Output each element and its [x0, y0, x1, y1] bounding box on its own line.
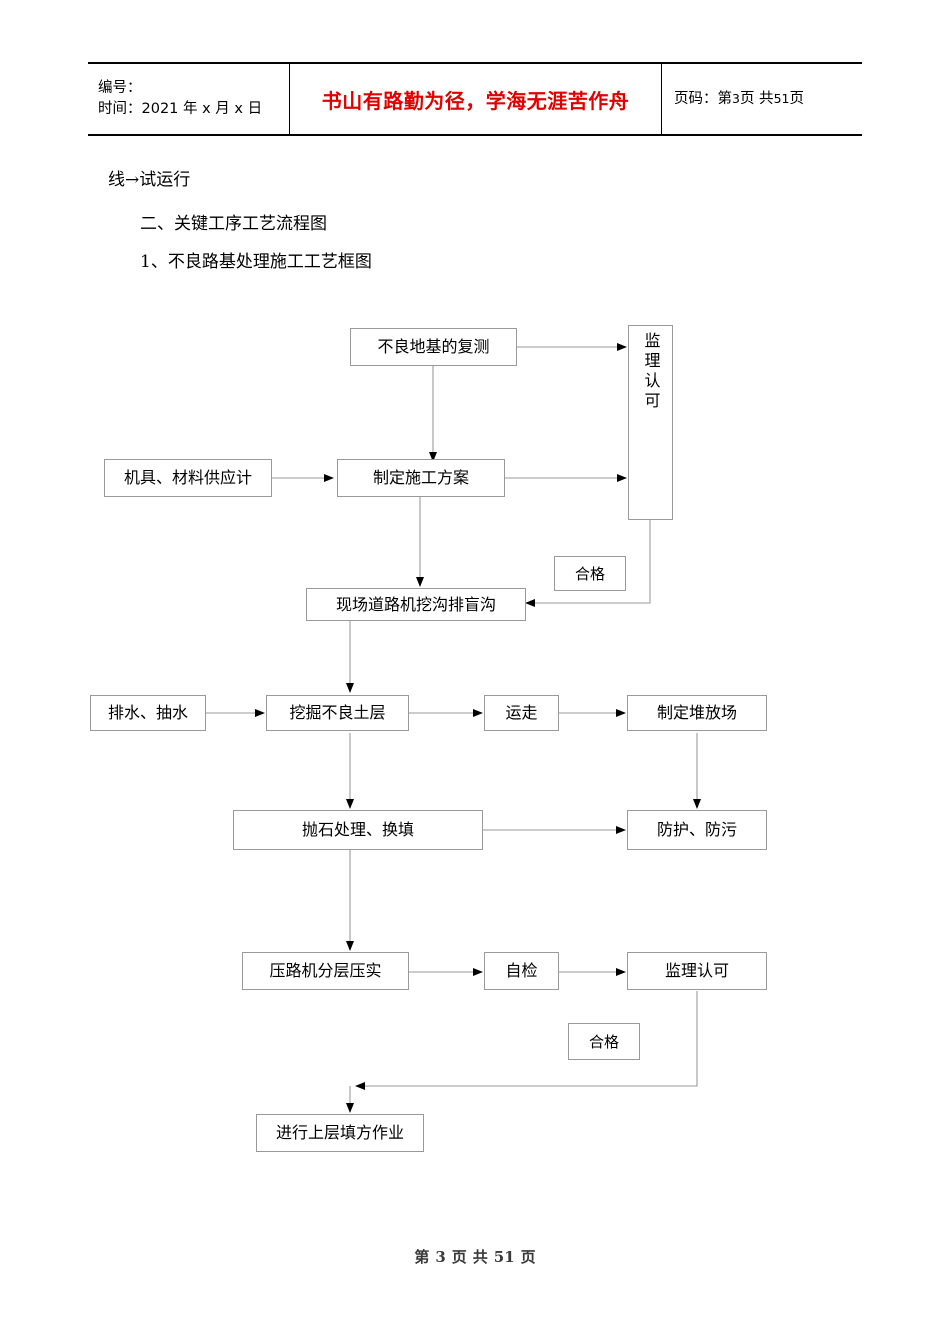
flow-node-self-inspection[interactable]: 自检: [484, 952, 559, 990]
flow-node-roller-layered-compaction[interactable]: 压路机分层压实: [242, 952, 409, 990]
flow-node-excavate-poor-soil[interactable]: 挖掘不良土层: [266, 695, 409, 731]
header-center-cell: 书山有路勤为径，学海无涯苦作舟: [290, 64, 662, 134]
flow-node-haul-away[interactable]: 运走: [484, 695, 559, 731]
header-motto-text: 书山有路勤为径，学海无涯苦作舟: [321, 88, 630, 113]
footer-current-page: 3: [435, 1248, 446, 1266]
flow-label-qualified-upper[interactable]: 合格: [554, 556, 626, 591]
header-time-label: 时间：2021 年 x 月 x 日: [98, 101, 263, 117]
flow-node-reexamine-subgrade[interactable]: 不良地基的复测: [350, 328, 517, 366]
flow-node-designate-stockpile-area[interactable]: 制定堆放场: [627, 695, 767, 731]
header-right-cell: 页码：第3页 共51页: [662, 64, 862, 134]
flow-node-supervisor-approval-top[interactable]: 监理认可: [628, 325, 673, 520]
flow-node-equipment-material-supply[interactable]: 机具、材料供应计: [104, 459, 272, 497]
footer-suffix: 页: [520, 1248, 536, 1266]
flow-node-protection-antipollution[interactable]: 防护、防污: [627, 810, 767, 850]
header-page-current: 3: [732, 91, 740, 106]
header-page-indicator: 页码：第3页 共51页: [674, 88, 862, 110]
flow-node-drain-pump-water[interactable]: 排水、抽水: [90, 695, 206, 731]
body-line-continuation: 线→试运行: [108, 170, 191, 190]
header-page-suffix: 页: [789, 91, 804, 107]
footer-total-pages: 51: [493, 1248, 515, 1266]
flow-node-upper-layer-filling[interactable]: 进行上层填方作业: [256, 1114, 424, 1152]
page-header-table: 编号： 时间：2021 年 x 月 x 日 书山有路勤为径，学海无涯苦作舟 页码…: [88, 62, 862, 136]
header-page-prefix: 页码：第: [674, 91, 732, 107]
flow-node-supervisor-approval-bottom[interactable]: 监理认可: [627, 952, 767, 990]
footer-mid: 页: [451, 1248, 467, 1266]
footer-prefix: 第: [414, 1248, 430, 1266]
section-heading-one-sub: 1、不良路基处理施工工艺框图: [140, 252, 372, 272]
flow-node-riprap-replacement-fill[interactable]: 抛石处理、换填: [233, 810, 483, 850]
flow-node-construction-plan[interactable]: 制定施工方案: [337, 459, 505, 497]
flow-label-qualified-lower[interactable]: 合格: [568, 1023, 640, 1060]
section-heading-two: 二、关键工序工艺流程图: [140, 214, 327, 234]
header-page-mid: 页 共: [739, 91, 774, 107]
header-page-total: 51: [773, 91, 790, 106]
flow-node-site-road-trench-blind-drain[interactable]: 现场道路机挖沟排盲沟: [306, 588, 526, 621]
header-left-cell: 编号： 时间：2021 年 x 月 x 日: [88, 64, 290, 134]
header-number-label: 编号：: [98, 80, 142, 96]
footer-total-label: 共: [472, 1248, 488, 1266]
